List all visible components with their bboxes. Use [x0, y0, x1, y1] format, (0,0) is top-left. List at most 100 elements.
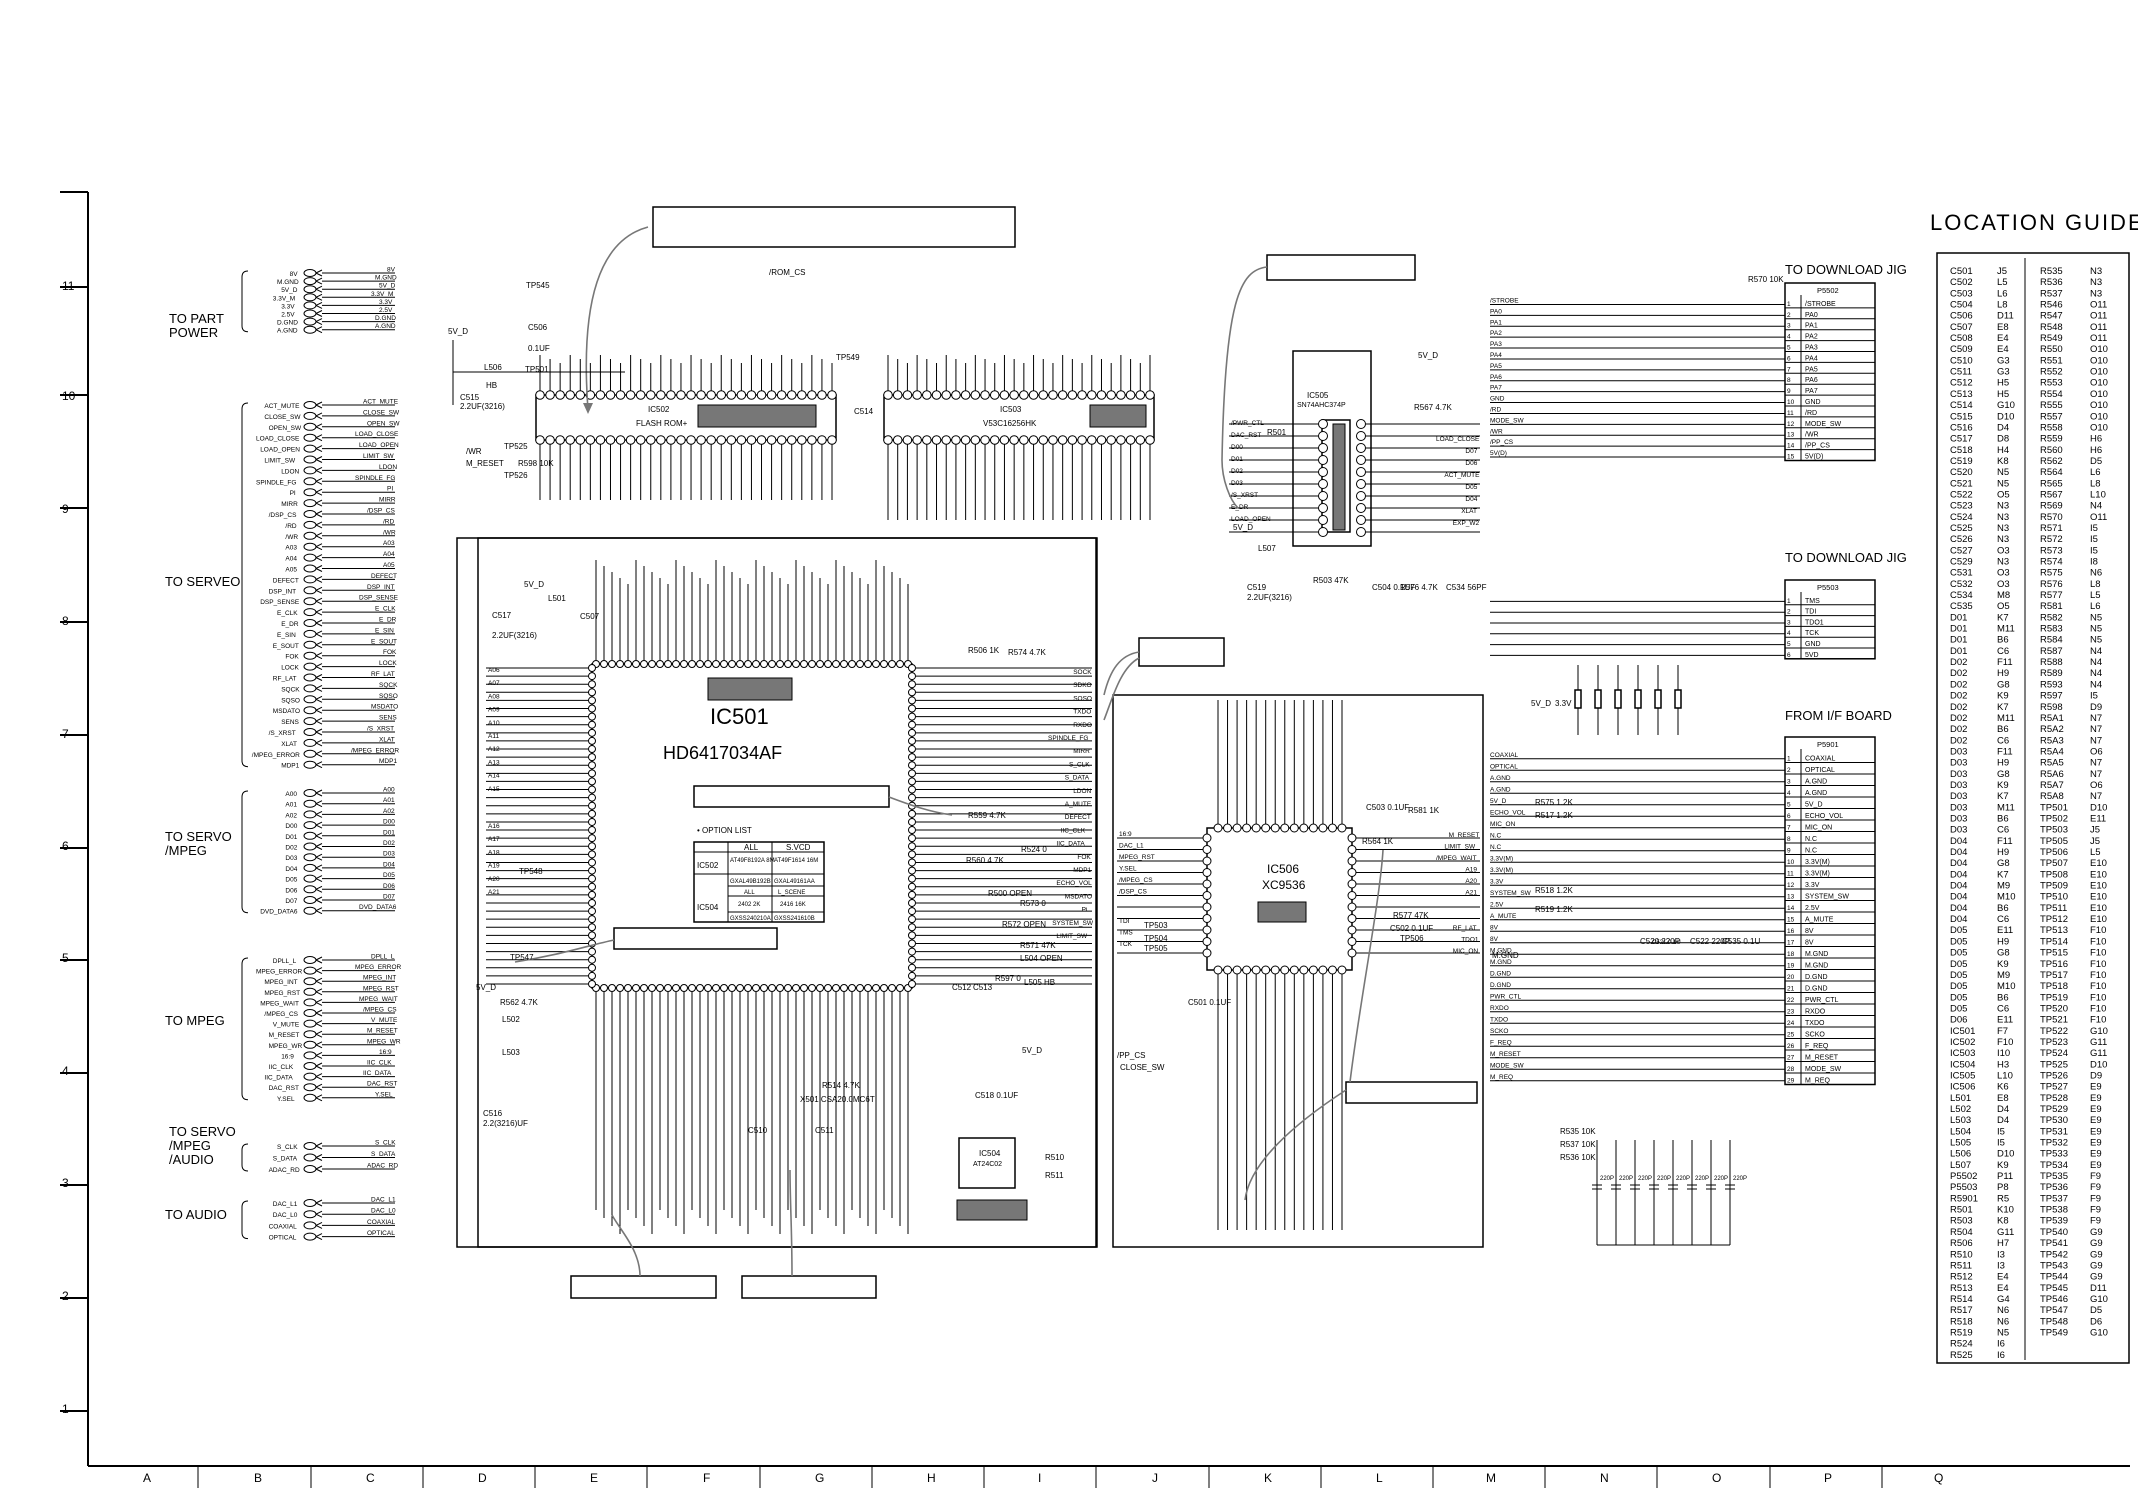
ic505-left-label-3: D01 — [1231, 456, 1243, 463]
connector-net-2-2: A.GND — [1490, 775, 1511, 782]
group-brace-4 — [241, 1143, 249, 1172]
connector-pin-1-2: TDO1 — [1805, 619, 1824, 626]
ic506-left-label-5: /DSP_CS — [1119, 889, 1147, 896]
connector-pin-0-6: PA5 — [1805, 366, 1818, 373]
legend-loc-b-25: I5 — [2090, 545, 2098, 556]
connector-net-2-7: N.C — [1490, 832, 1502, 839]
connector-ref-2: P5901 — [1817, 740, 1839, 749]
left-net-1-30: /S_XRST — [367, 726, 394, 733]
ic501-right-pin-30 — [908, 907, 916, 916]
legend-ref-a-74: L501 — [1950, 1093, 1971, 1104]
legend-ref-a-7: C509 — [1950, 344, 1973, 355]
connector-pin-1-14 — [303, 553, 317, 562]
ic501-left-pin-10 — [588, 745, 596, 754]
ic501-left-pin-29 — [588, 898, 596, 907]
ic506-right-pin-3 — [1347, 868, 1357, 877]
connector-pin-1-28 — [303, 706, 317, 715]
arrow-5-0 — [315, 1199, 323, 1207]
ic503-bottom-pin-24 — [1116, 435, 1126, 445]
arrow-5-2 — [315, 1221, 323, 1229]
left-net-2-1: A01 — [383, 797, 395, 804]
left-signal-2-9: D06 — [285, 887, 297, 894]
connector-pin-3-6 — [303, 1019, 317, 1028]
legend-ref-a-10: C512 — [1950, 378, 1973, 389]
group-brace-0 — [241, 270, 249, 333]
legend-ref-a-66: D05 — [1950, 1003, 1967, 1014]
ic501-right-pin-4 — [908, 696, 916, 705]
connector-pin-1-31 — [303, 738, 317, 747]
ic501-left-pin-30 — [588, 907, 596, 916]
left-net-0-0: 8V — [387, 267, 396, 274]
ic501-right-pin-26 — [908, 874, 916, 883]
connector-pin-2-10: 3.3V(M) — [1805, 871, 1830, 878]
ic501-right-label-18: Pi — [1082, 907, 1088, 914]
connector-pin-num-0-7: 8 — [1787, 377, 1791, 384]
ic503-bottom-pin-5 — [931, 435, 942, 445]
ic501-bottom-pin-21 — [760, 984, 768, 992]
ic505-left-label-2: D00 — [1231, 444, 1243, 451]
lbl-c516: C516 — [483, 1109, 503, 1118]
left-signal-1-10: /DSP_CS — [269, 512, 297, 519]
ic505-left-pin-7 — [1318, 503, 1328, 513]
r5a-array-res-0 — [1574, 689, 1582, 709]
arrow-1-16 — [315, 575, 323, 583]
ic503-bottom-pin-1 — [892, 435, 903, 445]
ic502-top-pin-11 — [645, 390, 656, 400]
ic506-right-label-7: TDO1 — [1461, 937, 1479, 944]
connector-pin-1-4: GND — [1805, 641, 1821, 648]
ic501-right-pin-6 — [908, 712, 916, 721]
legend-ref-a-43: D03 — [1950, 746, 1967, 757]
legend-ref-b-18: R564 — [2040, 467, 2063, 478]
left-signal-0-5: 2.5V — [281, 312, 295, 319]
ic503-top-pin-5 — [931, 390, 942, 400]
legend-ref-b-4: R547 — [2040, 311, 2063, 322]
left-signal-1-8: PI — [290, 490, 296, 497]
ic505-right-label-1: D07 — [1465, 448, 1477, 455]
left-net-0-2: 5V_D — [379, 283, 396, 290]
left-signal-1-18: DSP_SENSE — [260, 599, 300, 606]
legend-ref-b-3: R546 — [2040, 300, 2063, 311]
connector-net-2-19: D.GND — [1490, 970, 1511, 977]
ic501-right-pin-23 — [908, 850, 916, 859]
lbl-tp525: TP525 — [504, 442, 528, 451]
lbl-r511: R511 — [1045, 1171, 1064, 1180]
row-1: 1 — [62, 1402, 69, 1416]
lbl-c521: C521 0.1U — [1652, 940, 1681, 946]
ic501-right-pin-16 — [908, 793, 916, 802]
legend-loc-b-36: N4 — [2090, 668, 2102, 679]
legend-loc-b-90: G9 — [2090, 1272, 2103, 1283]
ic505-part: SN74AHC374P — [1297, 402, 1346, 409]
ic506-bottom-pin-4 — [1251, 965, 1261, 975]
arrow-2-7 — [315, 864, 323, 872]
legend-ref-a-25: C527 — [1950, 545, 1973, 556]
ic501-right-pin-2 — [908, 680, 916, 689]
cap-array-value-6: 220P — [1714, 1176, 1728, 1182]
legend-ref-a-4: C506 — [1950, 311, 1973, 322]
connector-pin-2-23: TXDO — [1805, 1020, 1825, 1027]
arrow-2-11 — [315, 907, 323, 915]
connector-net-2-4: 5V_D — [1490, 798, 1507, 805]
ic501-top-pin-16 — [720, 660, 728, 668]
legend-loc-a-74: E8 — [1997, 1093, 2009, 1104]
legend-loc-a-39: K7 — [1997, 702, 2009, 713]
lbl-5vd-3: 5V_D — [1022, 1046, 1042, 1055]
connector-pin-0-5 — [303, 309, 317, 318]
lbl-c503: C503 0.1UF — [1366, 803, 1409, 812]
lbl-r572: R572 OPEN — [1002, 920, 1046, 929]
legend-loc-b-20: L10 — [2090, 489, 2106, 500]
lbl-l502: L502 — [502, 1015, 520, 1024]
ic502-top-pin-3 — [565, 390, 576, 400]
legend-ref-b-50: TP503 — [2040, 825, 2068, 836]
cap-array-value-1: 220P — [1619, 1176, 1633, 1182]
connector-pin-num-2-18: 19 — [1787, 963, 1795, 970]
legend-loc-a-73: K6 — [1997, 1082, 2009, 1093]
left-net-1-0: ACT_MUTE — [363, 399, 399, 406]
ic503-top-pin-27 — [1145, 390, 1155, 400]
ic503-bottom-pin-17 — [1048, 435, 1058, 445]
lbl-c501: C501 0.1UF — [1188, 998, 1231, 1007]
lbl-tp505: TP505 — [1144, 944, 1168, 953]
ic501-right-pin-39 — [908, 980, 916, 988]
legend-loc-a-35: F11 — [1997, 657, 2013, 668]
legend-ref-b-37: R593 — [2040, 679, 2063, 690]
ic502-bottom-pin-2 — [555, 435, 565, 445]
